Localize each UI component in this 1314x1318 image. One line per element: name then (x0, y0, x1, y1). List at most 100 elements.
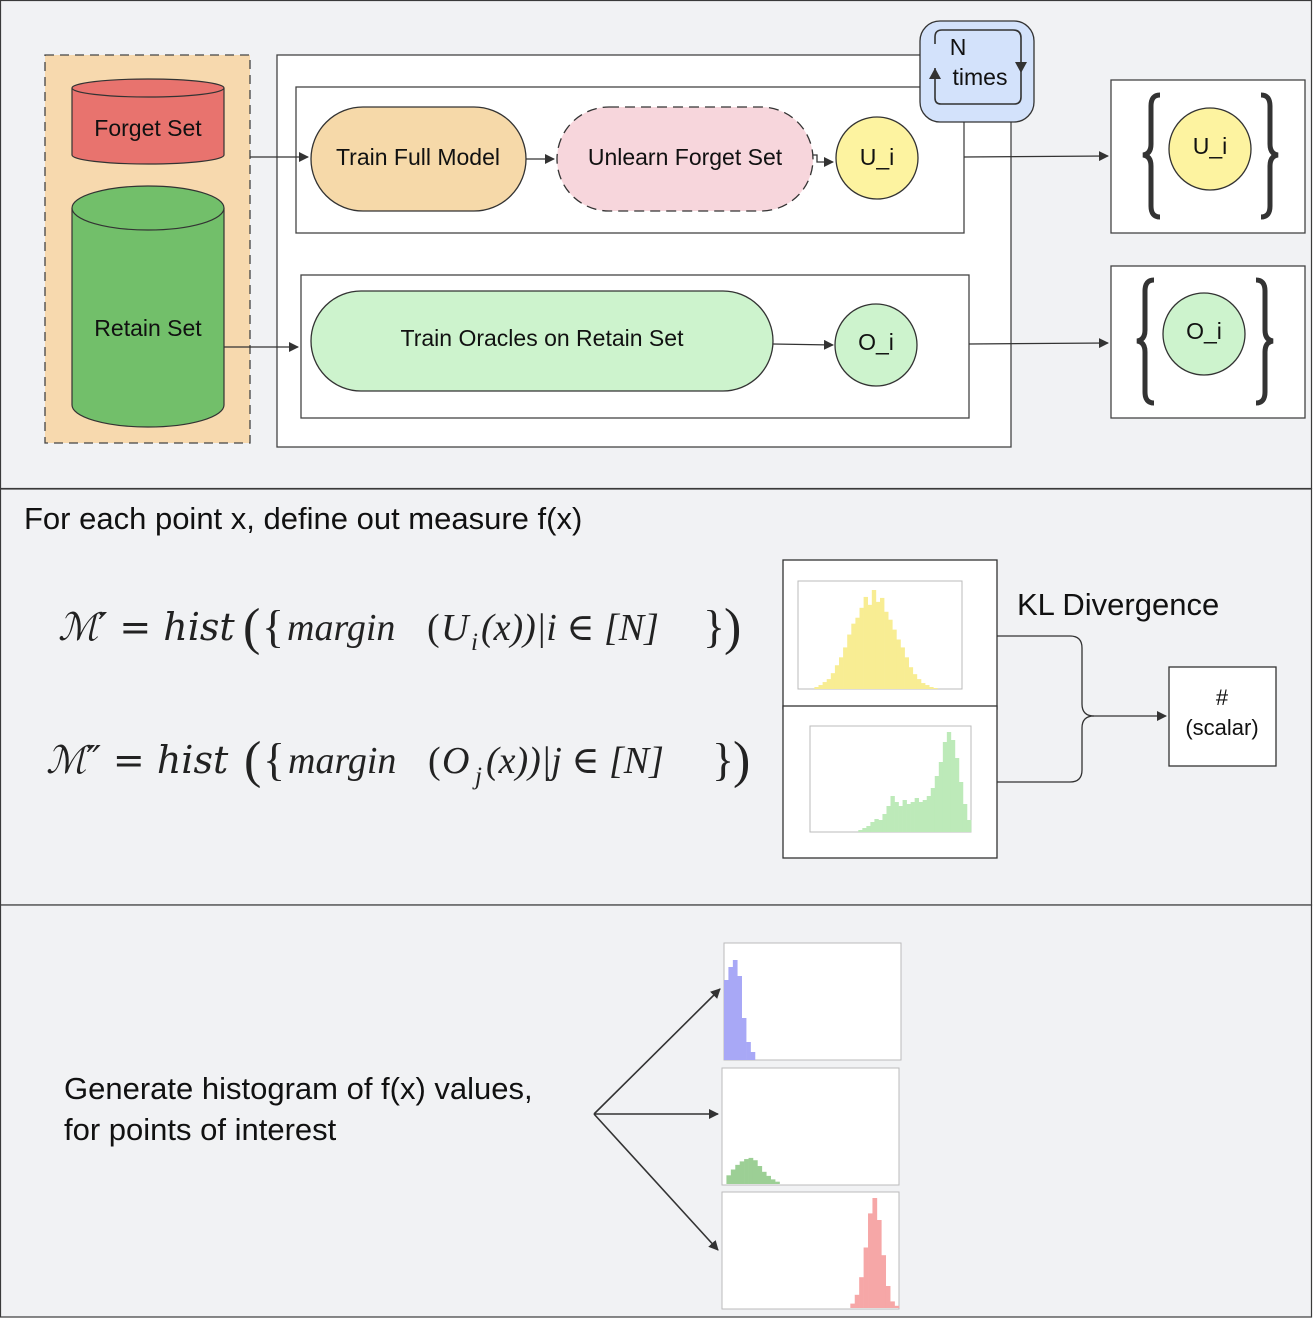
hist-bar (962, 804, 968, 832)
paren: ( (427, 607, 440, 649)
hist-bar (896, 639, 901, 689)
formula-oracle-index: j (472, 763, 482, 790)
hist-bar (878, 820, 883, 832)
close-brace: ) (733, 732, 750, 789)
hist-bar (834, 665, 840, 689)
hist-bar (726, 1175, 732, 1184)
hist-bar (866, 826, 871, 832)
formula-unlearned-lhs: ℳ′ = hist (58, 605, 235, 649)
unlearned-model-label: U_i (860, 144, 895, 170)
formula-unlearned-margin: margin (287, 607, 395, 649)
summary-panel (0, 904, 1313, 1318)
summary-line-2: for points of interest (64, 1112, 337, 1147)
open-brace: ( (244, 732, 261, 789)
group-b-hist-frame (721, 1067, 900, 1186)
scalar-label: (scalar) (1185, 715, 1258, 740)
hist-bar (902, 800, 907, 832)
hist-bar (946, 732, 952, 832)
close-brace: } (703, 601, 725, 652)
hist-bar (750, 1052, 756, 1060)
hist-bar (885, 1286, 891, 1308)
hist-bar (728, 967, 734, 1060)
oracle-model-label: O_i (858, 329, 894, 355)
group-a-histogram (724, 960, 756, 1060)
hist-bar (830, 673, 836, 689)
hist-bar (874, 819, 879, 832)
hist-bar (867, 604, 873, 689)
unlearned-model-node (835, 116, 919, 200)
formula-unlearned: ℳ′ = hist ( { margin ( U i (x))|i ∈ [N] … (58, 599, 741, 656)
open-brace: { (263, 734, 285, 785)
formula-oracle-margin: margin (288, 740, 396, 782)
hist-bar (746, 1042, 751, 1060)
hist-bar (958, 782, 964, 832)
hist-bar (954, 758, 960, 832)
hist-bar (914, 798, 919, 832)
left-brace-icon (1142, 92, 1161, 220)
formula-oracle-model: O (442, 740, 469, 782)
hist-bar (744, 1159, 749, 1184)
forget-set-cylinder (71, 78, 225, 165)
right-brace-icon (1255, 277, 1274, 406)
retain-set-cylinder (71, 185, 225, 428)
hist-bar (862, 828, 867, 832)
hist-bar (822, 682, 827, 689)
hist-bar (908, 667, 914, 689)
repeat-times-label: times (953, 64, 1008, 90)
hist-bar (904, 657, 909, 689)
unlearned-histogram (814, 590, 938, 689)
hist-bar (730, 1169, 736, 1184)
hist-bar (880, 597, 885, 689)
formula-oracle-lhs: ℳ″ = hist (46, 738, 229, 782)
hist-bar (921, 683, 926, 689)
hist-bar (918, 802, 923, 832)
unlearn-forget-set-label: Unlearn Forget Set (588, 144, 783, 170)
right-brace-icon (1260, 92, 1279, 220)
formula-unlearned-index: i (471, 629, 478, 656)
hist-bar (737, 976, 742, 1060)
hist-bar (732, 960, 738, 1060)
forget-set-label: Forget Set (94, 115, 202, 141)
hist-bar (876, 1220, 882, 1308)
hist-bar (926, 796, 932, 832)
hist-bar (839, 657, 844, 689)
hist-bar (882, 814, 887, 832)
oracle-set-label: O_i (1186, 318, 1222, 344)
unlearned-set-label: U_i (1193, 133, 1228, 159)
train-oracles-node (310, 290, 774, 392)
train-full-model-label: Train Full Model (336, 144, 500, 170)
hist-bar (752, 1160, 758, 1184)
formula-oracle-tail: (x))|j ∈ [N] (486, 740, 664, 782)
hist-bar (814, 687, 819, 689)
hist-bar (929, 687, 934, 689)
group-c-histogram (850, 1198, 900, 1308)
pipeline-connectors (224, 151, 1109, 352)
hist-bar (826, 679, 832, 689)
hist-bar (847, 634, 852, 689)
kl-divergence-label: KL Divergence (1017, 587, 1219, 622)
hist-bar (894, 1305, 900, 1308)
kl-connector (997, 635, 1167, 783)
scalar-box (1168, 666, 1277, 767)
left-brace-icon (1136, 277, 1155, 406)
hist-bar (868, 1213, 873, 1308)
summary-arrows (593, 988, 721, 1251)
hist-bar (950, 740, 956, 832)
hist-bar (925, 685, 930, 689)
hist-bar (761, 1171, 767, 1184)
hist-bar (916, 679, 922, 689)
hist-bar (855, 617, 860, 689)
hist-bar (770, 1179, 776, 1184)
hist-bar (892, 629, 897, 689)
hist-bar (870, 822, 875, 832)
group-a-hist-frame (723, 942, 902, 1061)
open-brace: ( (243, 599, 260, 656)
hist-bar (741, 1018, 747, 1060)
hist-bar (890, 796, 895, 832)
hist-bar (922, 800, 928, 832)
hist-bar (843, 647, 848, 689)
group-b-histogram (726, 1157, 780, 1184)
measure-intro: For each point x, define out measure f(x… (24, 501, 582, 536)
unlearned-set-node (1168, 107, 1252, 191)
hist-bar (933, 688, 938, 689)
